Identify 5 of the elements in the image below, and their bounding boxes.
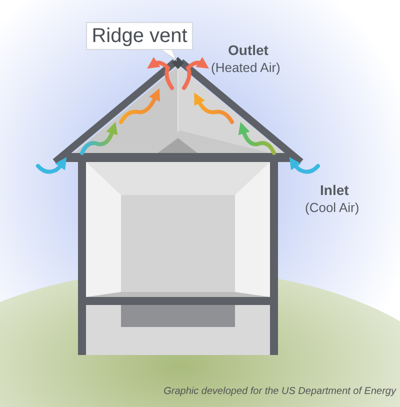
inlet-description: (Cool Air) (305, 200, 360, 215)
outlet-description: (Heated Air) (211, 60, 280, 75)
caption: Graphic developed for the US Department of Energy (164, 386, 396, 397)
inlet-label: Inlet (320, 182, 349, 198)
outlet-label: Outlet (228, 42, 268, 58)
